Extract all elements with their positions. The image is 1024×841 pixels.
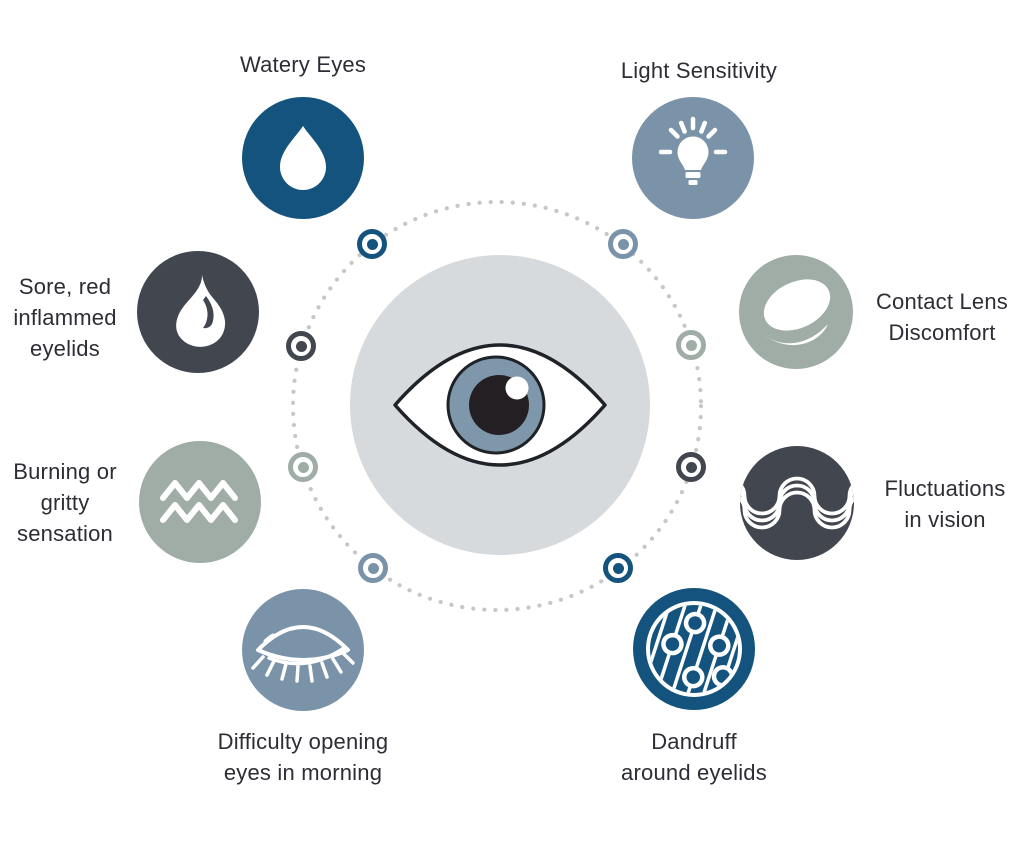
water-drop-icon bbox=[267, 122, 339, 194]
connector-dot-contact-lens bbox=[676, 330, 706, 360]
connector-dot-watery-eyes bbox=[357, 229, 387, 259]
symptom-label-fluctuations: Fluctuations in vision bbox=[884, 476, 1006, 532]
connector-dot-center bbox=[366, 238, 378, 250]
wave-icon bbox=[740, 446, 854, 560]
connector-dot-difficulty-opening bbox=[358, 553, 388, 583]
connector-dot-center bbox=[685, 461, 697, 473]
connector-dot-center bbox=[297, 461, 309, 473]
connector-dot-center bbox=[685, 339, 697, 351]
symptom-circle-difficulty-opening bbox=[242, 589, 364, 711]
connector-dot-center bbox=[367, 562, 379, 574]
flame-icon bbox=[158, 272, 238, 352]
connector-dot-center bbox=[617, 238, 629, 250]
connector-dot-center bbox=[295, 340, 307, 352]
closed-eye-icon bbox=[247, 594, 359, 706]
contact-lens-icon bbox=[746, 262, 846, 362]
connector-dot-center bbox=[612, 562, 624, 574]
symptom-label-light-sensitivity: Light Sensitivity bbox=[620, 58, 778, 83]
symptom-circle-fluctuations bbox=[740, 446, 854, 560]
eye-icon bbox=[350, 255, 650, 555]
symptom-circle-watery-eyes bbox=[242, 97, 364, 219]
symptom-label-burning-gritty: Burning or gritty sensation bbox=[13, 459, 117, 546]
symptom-label-contact-lens: Contact Lens Discomfort bbox=[875, 289, 1009, 345]
symptom-circle-dandruff bbox=[633, 588, 755, 710]
connector-dot-burning-gritty bbox=[288, 452, 318, 482]
symptom-label-difficulty-opening: Difficulty opening eyes in morning bbox=[217, 729, 389, 785]
symptom-circle-contact-lens bbox=[739, 255, 853, 369]
connector-dot-sore-eyelids bbox=[286, 331, 316, 361]
lightbulb-icon bbox=[648, 113, 738, 203]
symptom-label-watery-eyes: Watery Eyes bbox=[239, 52, 367, 77]
zigzag-icon bbox=[154, 456, 246, 548]
connector-dot-light-sensitivity bbox=[608, 229, 638, 259]
symptom-circle-sore-eyelids bbox=[137, 251, 259, 373]
connector-dot-fluctuations bbox=[676, 452, 706, 482]
central-eye-circle bbox=[350, 255, 650, 555]
symptom-circle-light-sensitivity bbox=[632, 97, 754, 219]
connector-dot-dandruff bbox=[603, 553, 633, 583]
symptom-circle-burning-gritty bbox=[139, 441, 261, 563]
symptom-label-sore-eyelids: Sore, red inflammed eyelids bbox=[13, 274, 117, 361]
symptom-label-dandruff: Dandruff around eyelids bbox=[621, 729, 767, 785]
dandruff-icon bbox=[633, 588, 755, 710]
